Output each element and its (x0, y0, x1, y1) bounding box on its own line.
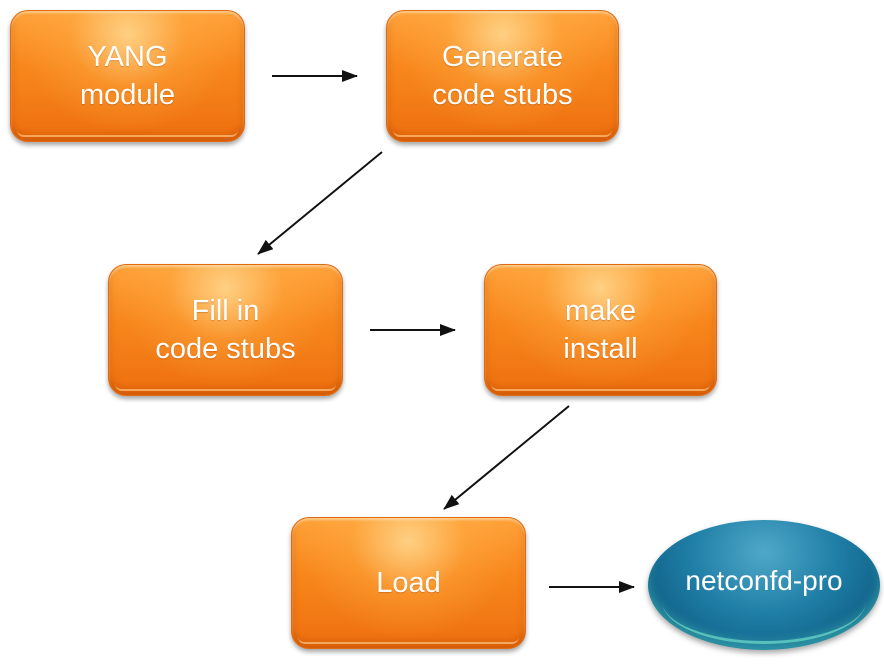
make-install-label: make install (563, 295, 638, 365)
netconfd-pro-node: netconfd-pro (648, 520, 880, 650)
generate-code-stubs-node: Generate code stubs (386, 10, 619, 142)
fill-in-code-stubs-label: Fill in code stubs (155, 295, 296, 365)
fill-in-code-stubs-node: Fill in code stubs (108, 264, 343, 396)
load-node: Load (291, 517, 526, 649)
arrow-generate-to-fill (257, 151, 383, 255)
yang-module-node: YANG module (10, 10, 245, 142)
arrow-make-to-load (443, 405, 570, 510)
generate-code-stubs-label: Generate code stubs (432, 41, 573, 111)
make-install-node: make install (484, 264, 717, 396)
netconfd-pro-label: netconfd-pro (685, 565, 843, 596)
load-label: Load (376, 567, 441, 599)
yang-module-label: YANG module (79, 41, 176, 111)
